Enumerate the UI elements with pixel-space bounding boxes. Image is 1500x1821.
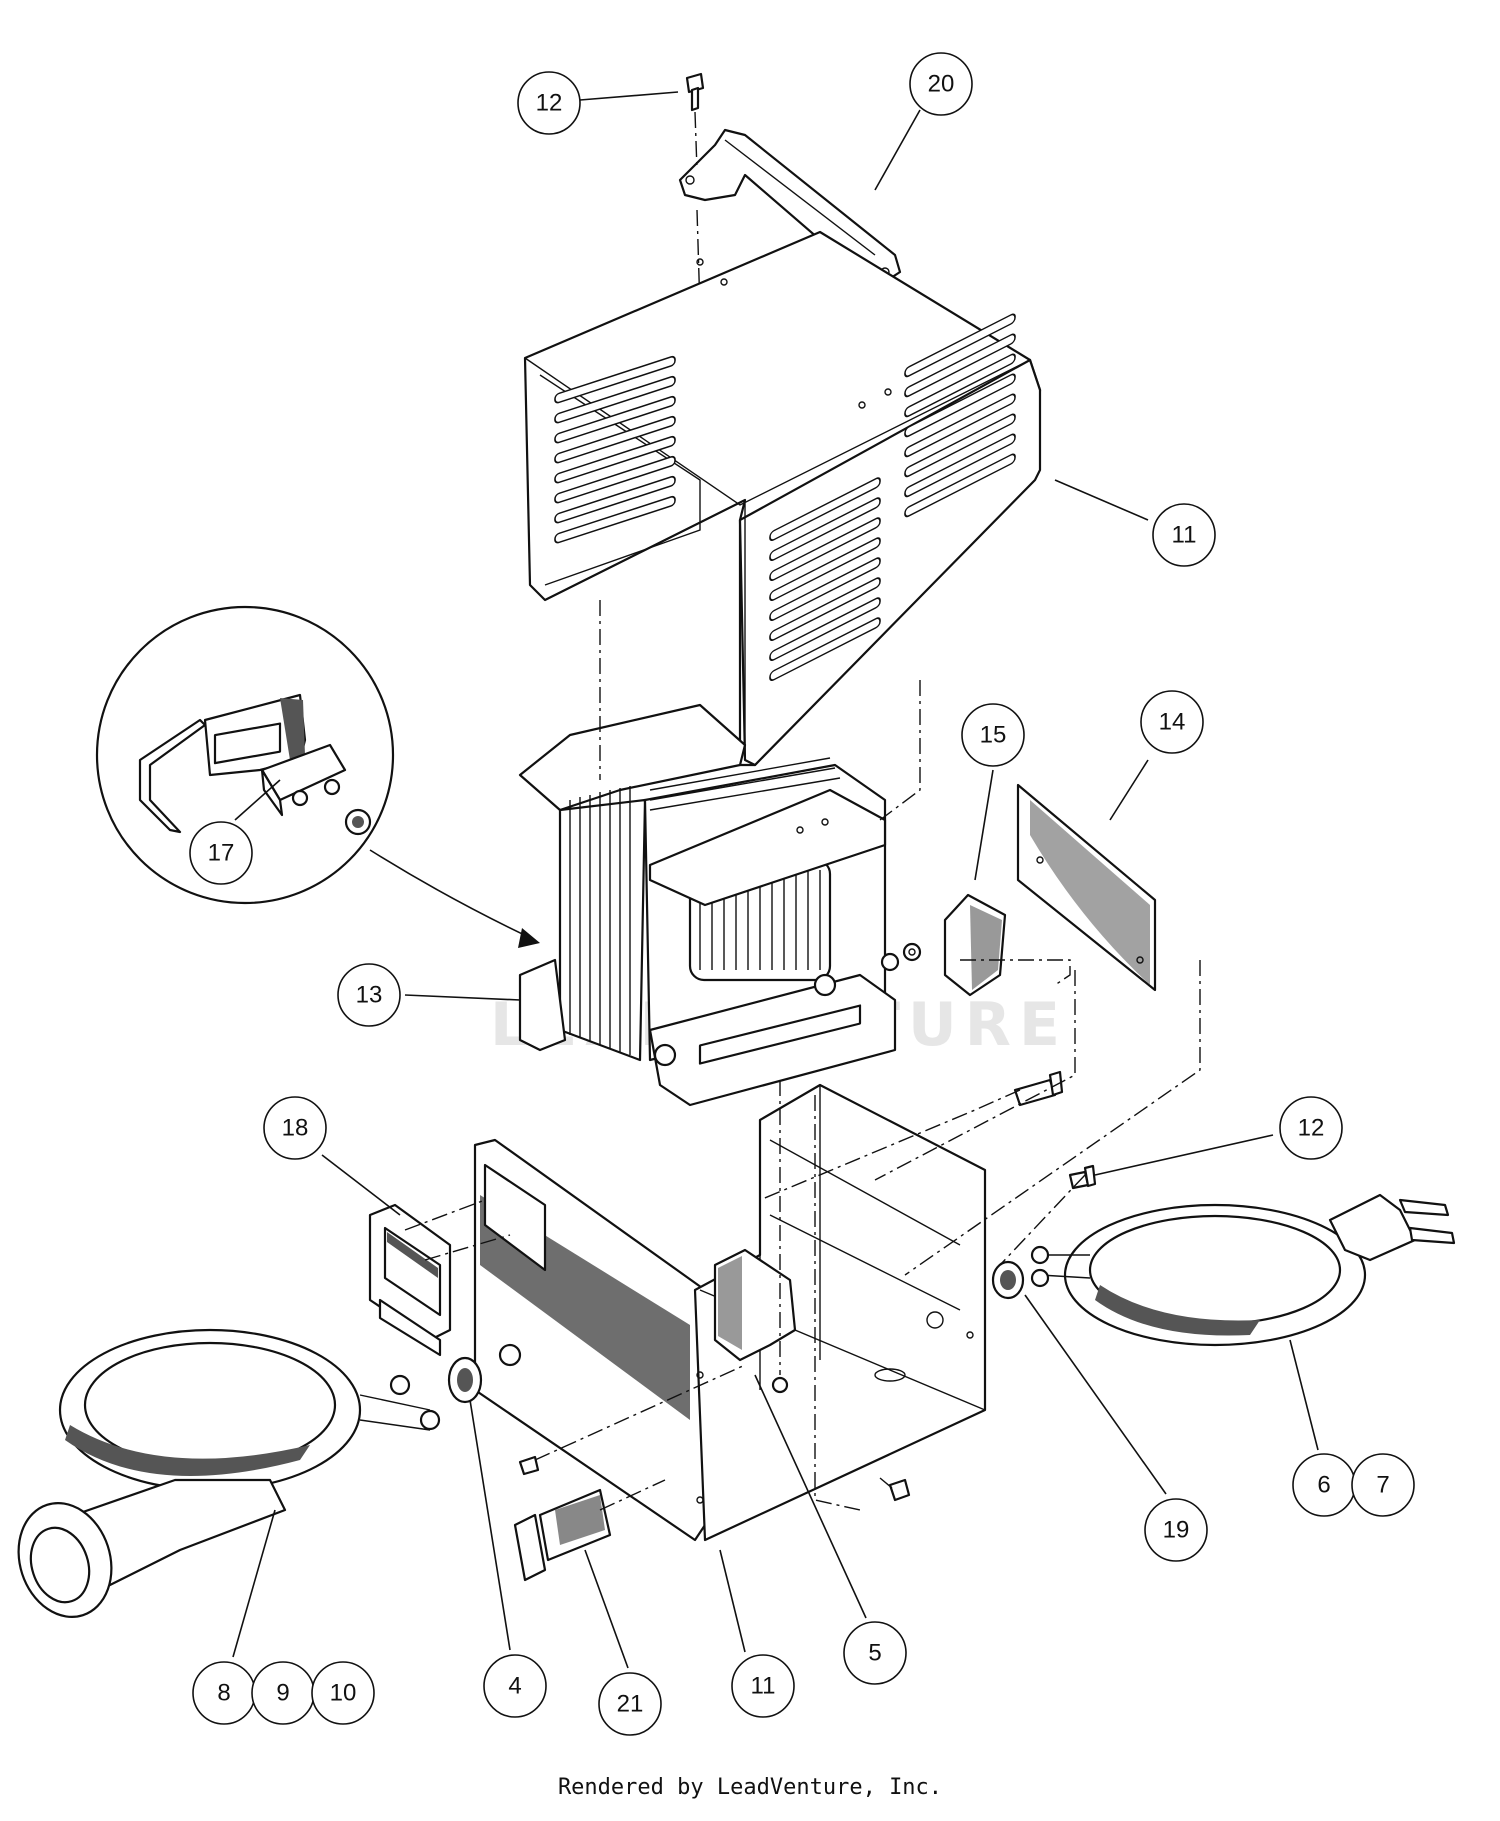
screw-bottom [879, 1477, 911, 1502]
callout-circle [311, 1661, 375, 1725]
callout-10: 10 [311, 1661, 375, 1725]
callout-circle [731, 1654, 795, 1718]
strain-relief-19 [991, 1260, 1025, 1300]
transformer-fins [569, 757, 841, 1055]
callout-7: 7 [1351, 1453, 1415, 1517]
bolt-right [1013, 1070, 1064, 1107]
callout-label: 15 [980, 722, 1007, 749]
callout-12: 12 [1279, 1096, 1343, 1160]
callout-20: 20 [909, 52, 973, 116]
callout-circle [843, 1621, 907, 1685]
callout-label: 4 [508, 1673, 521, 1700]
callout-circle [517, 71, 581, 135]
terminal-block [713, 1248, 797, 1394]
rectifier [880, 893, 1007, 997]
callout-19: 19 [1144, 1498, 1208, 1562]
callout-circle [1279, 1096, 1343, 1160]
fuse-holder [513, 1488, 612, 1582]
transformer [518, 703, 897, 1107]
circuit-breaker-detail [95, 605, 395, 905]
callout-label: 10 [330, 1680, 357, 1707]
callout-label: 17 [208, 840, 235, 867]
callout-21: 21 [598, 1672, 662, 1736]
footer-credit: Rendered by LeadVenture, Inc. [557, 1775, 943, 1800]
callout-circle [1351, 1453, 1415, 1517]
dc-cord [17, 1328, 441, 1618]
callout-12: 12 [517, 71, 581, 135]
right-vents [769, 313, 1016, 682]
callout-circle [337, 963, 401, 1027]
ac-cord [1030, 1193, 1456, 1347]
callout-15: 15 [961, 703, 1025, 767]
screw-left [518, 1455, 540, 1476]
callout-label: 20 [928, 71, 955, 98]
callout-label: 6 [1317, 1472, 1330, 1499]
control-board [1016, 783, 1157, 992]
callout-circle [189, 821, 253, 885]
callout-circle [598, 1672, 662, 1736]
strain-relief-4 [447, 1356, 483, 1404]
callout-circle [1144, 1498, 1208, 1562]
screw-axis-top [694, 111, 701, 311]
left-vents [554, 355, 676, 544]
detail-arrow-head [518, 928, 540, 948]
assembly-lines [404, 600, 1201, 1511]
callout-13: 13 [337, 963, 401, 1027]
callout-label: 8 [217, 1680, 230, 1707]
callout-circle [1140, 690, 1204, 754]
callout-11: 11 [1152, 503, 1216, 567]
callout-8: 8 [192, 1661, 256, 1725]
callout-4: 4 [483, 1654, 547, 1718]
callout-label: 11 [751, 1673, 776, 1700]
callout-label: 13 [356, 982, 383, 1009]
callout-label: 5 [868, 1640, 881, 1667]
callout-circle [263, 1096, 327, 1160]
leader-lines [232, 91, 1319, 1669]
callout-label: 12 [536, 90, 563, 117]
callout-11: 11 [731, 1654, 795, 1718]
detail-arrow [369, 849, 536, 941]
screw-top [685, 72, 705, 112]
callout-circle [1152, 503, 1216, 567]
callout-17: 17 [189, 821, 253, 885]
callout-label: 21 [617, 1691, 644, 1718]
callout-label: 19 [1163, 1517, 1190, 1544]
callout-circle [909, 52, 973, 116]
callout-6: 6 [1292, 1453, 1356, 1517]
callout-label: 9 [276, 1680, 289, 1707]
callout-label: 14 [1159, 709, 1186, 736]
screw-right [1068, 1164, 1097, 1190]
callout-label: 11 [1172, 522, 1197, 549]
callout-label: 7 [1376, 1472, 1389, 1499]
top-cover [523, 230, 1042, 767]
callout-label: 12 [1298, 1115, 1325, 1142]
callout-14: 14 [1140, 690, 1204, 754]
ammeter [368, 1203, 452, 1357]
callout-5: 5 [843, 1621, 907, 1685]
callout-9: 9 [251, 1661, 315, 1725]
callout-circle [483, 1654, 547, 1718]
callout-18: 18 [263, 1096, 327, 1160]
charger-base [473, 1083, 987, 1542]
callouts: 12 20 11 15 14 17 13 18 12 6 7 19 5 4 8 9 10 21 11 [189, 52, 1415, 1736]
callout-circle [961, 703, 1025, 767]
callout-label: 18 [282, 1115, 309, 1142]
